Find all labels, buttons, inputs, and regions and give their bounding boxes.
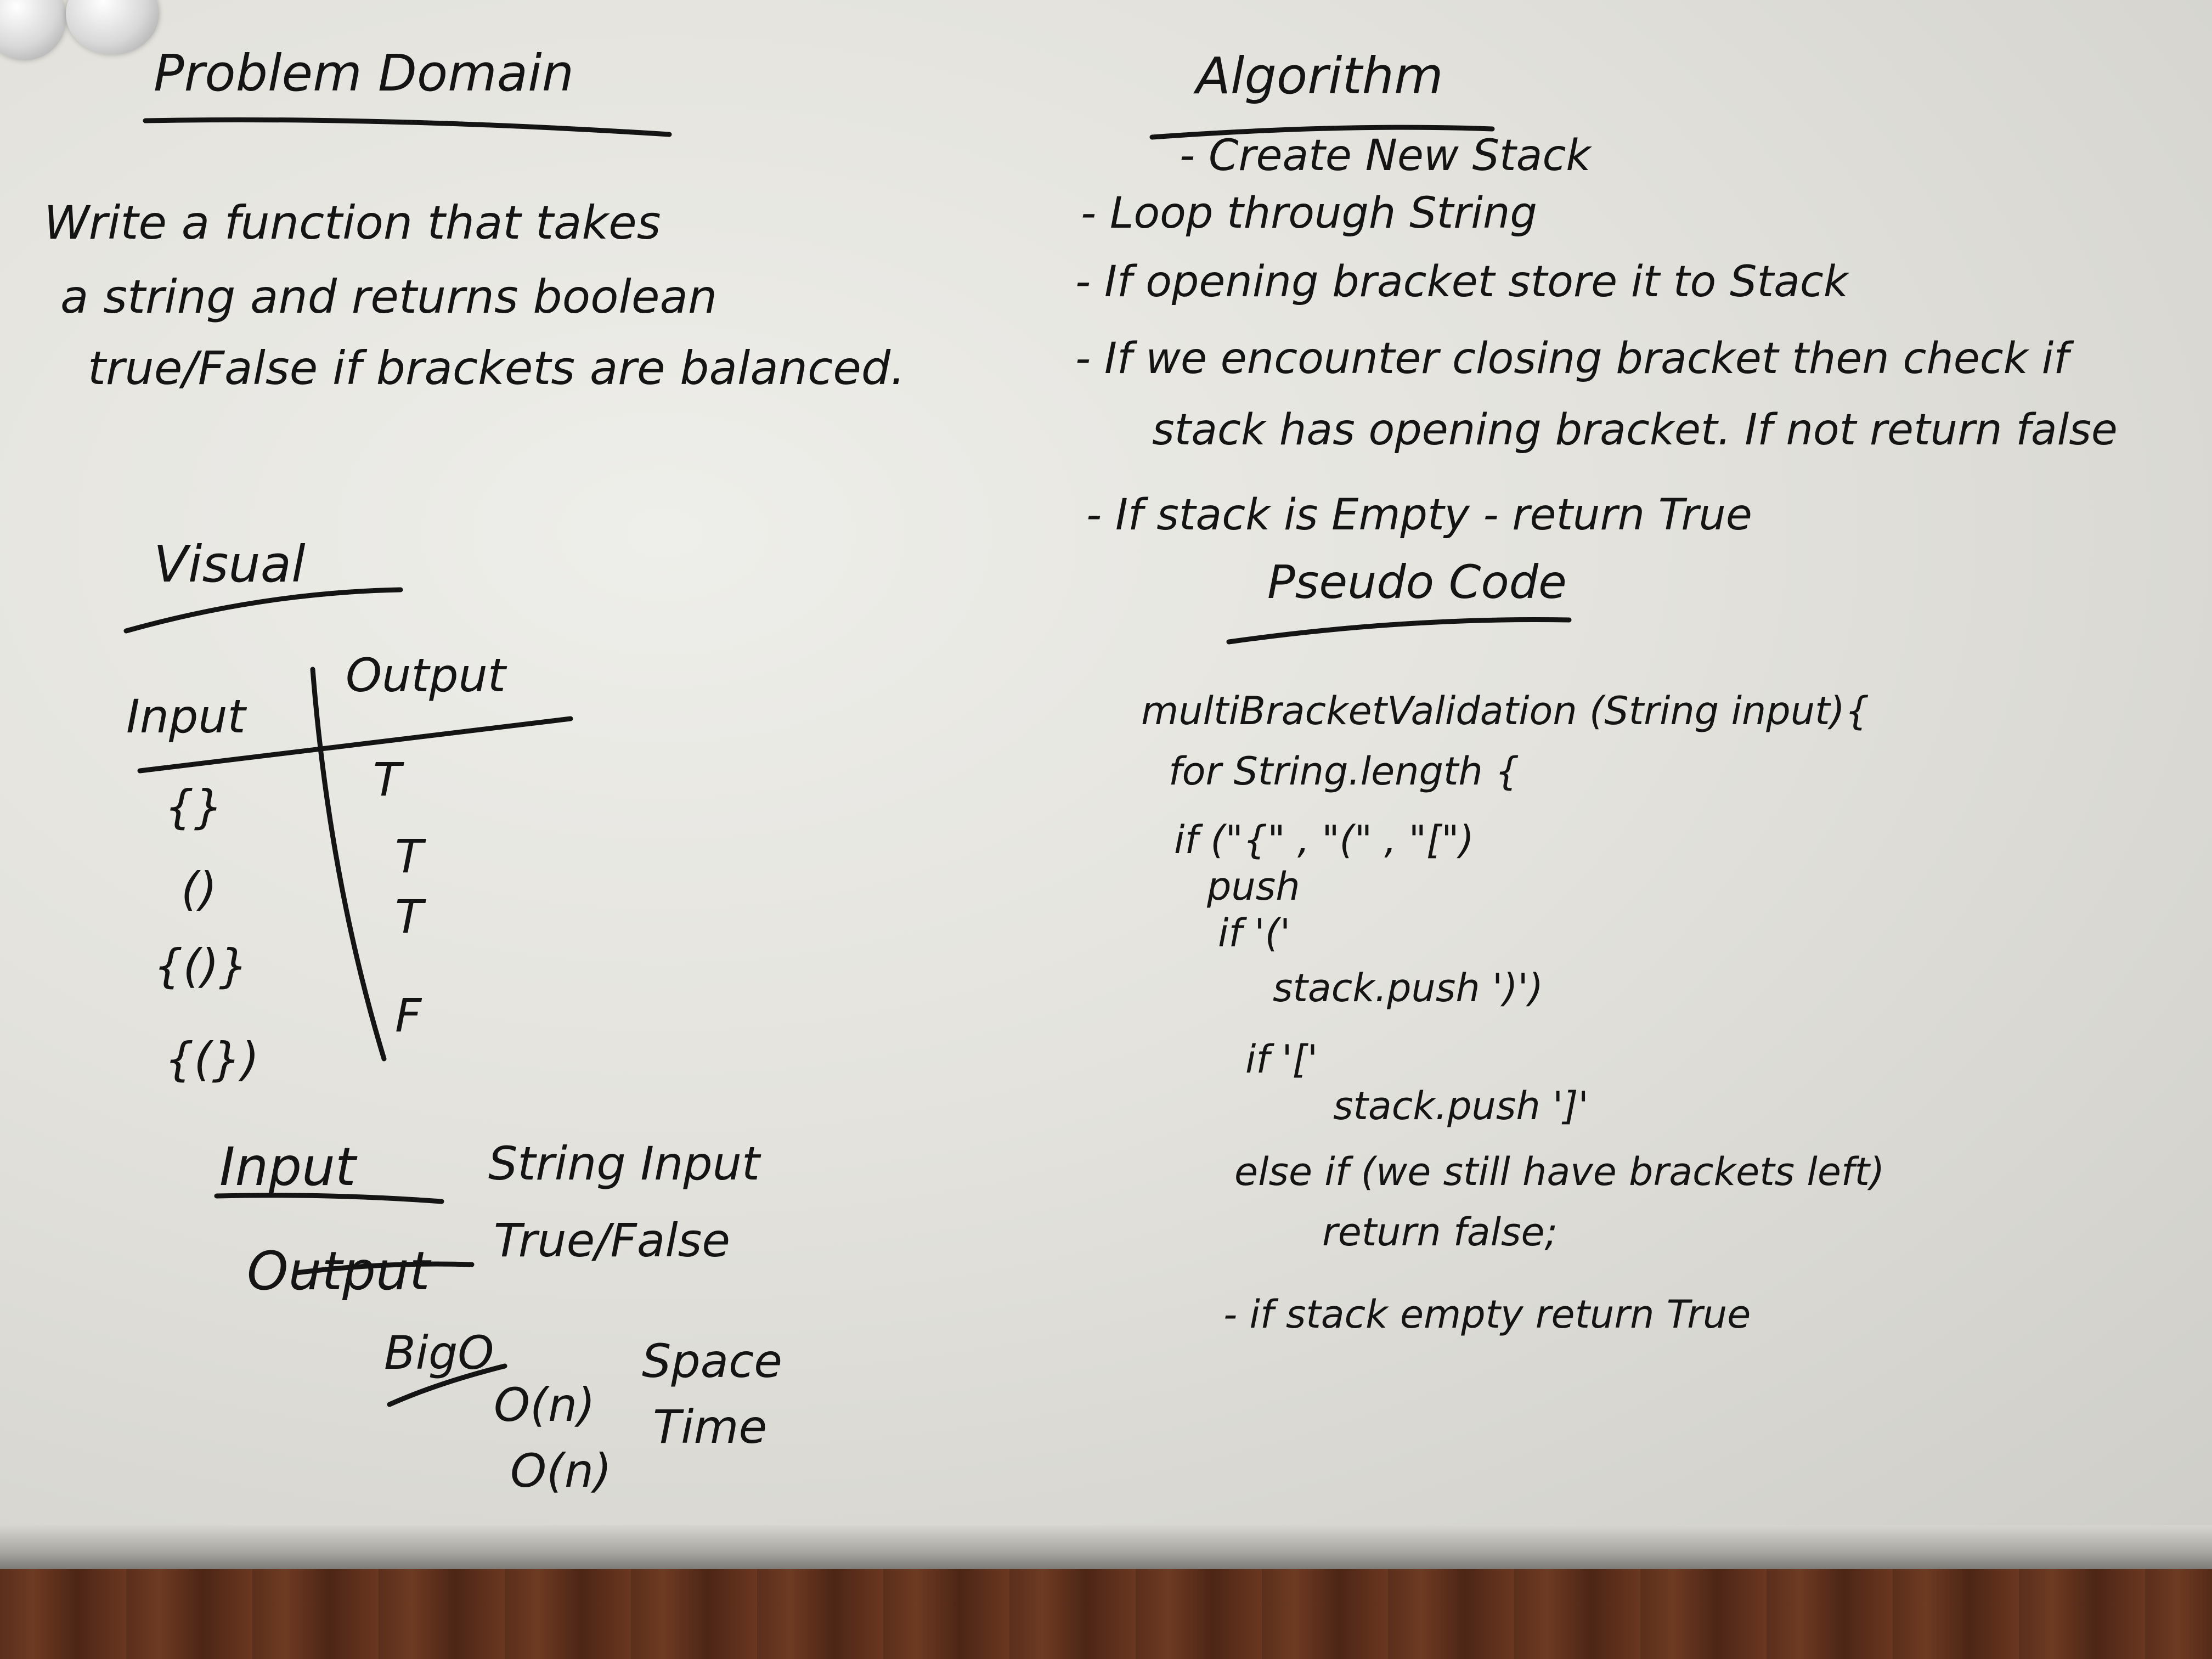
- algorithm-underline: [1149, 125, 1495, 140]
- bigo-space-value: O(n): [494, 1378, 595, 1432]
- table-header-input: Input: [126, 690, 247, 743]
- pseudo-line: multiBracketValidation (String input){: [1141, 689, 1869, 733]
- whiteboard: [0, 0, 2212, 1525]
- algorithm-step: - If opening bracket store it to Stack: [1075, 257, 1850, 307]
- table-row-output: T: [373, 753, 404, 806]
- pseudo-line: if ("{" , "(" , "["): [1174, 817, 1474, 862]
- pseudo-line: push: [1206, 864, 1300, 909]
- algorithm-step: - If stack is Empty - return True: [1086, 490, 1752, 540]
- algorithm-step: stack has opening bracket. If not return…: [1152, 405, 2118, 455]
- visual-underline: [123, 587, 403, 634]
- io-input-label: Input: [219, 1136, 358, 1198]
- table-row-input: (): [181, 862, 217, 916]
- problem-line-1: Write a function that takes: [44, 196, 661, 250]
- table-row-output: T: [395, 830, 426, 883]
- pseudo-code-heading: Pseudo Code: [1267, 555, 1567, 609]
- pseudo-line: else if (we still have brackets left): [1234, 1149, 1884, 1194]
- io-output-underline: [294, 1261, 475, 1276]
- pseudo-line: if '[': [1245, 1037, 1318, 1082]
- io-input-value: String Input: [488, 1137, 761, 1190]
- pseudo-line: stack.push ')'): [1273, 966, 1543, 1011]
- wood-floor: [0, 1569, 2212, 1659]
- pseudo-code-underline: [1226, 617, 1572, 645]
- algorithm-heading: Algorithm: [1193, 47, 1443, 105]
- bigo-label: BigO: [384, 1326, 494, 1380]
- pseudo-line: if '(': [1218, 911, 1290, 956]
- bigo-time-value: O(n): [510, 1444, 612, 1498]
- io-output-value: True/False: [494, 1214, 730, 1267]
- marker-tray: [0, 1525, 2212, 1569]
- problem-domain-underline: [143, 117, 672, 137]
- pseudo-line: - if stack empty return True: [1223, 1292, 1751, 1337]
- table-horizontal-line: [137, 716, 573, 774]
- pseudo-line: for String.length {: [1169, 749, 1520, 794]
- bigo-underline: [387, 1363, 507, 1407]
- io-input-underline: [214, 1193, 444, 1204]
- pseudo-line: stack.push ']': [1333, 1084, 1589, 1128]
- io-output-label: Output: [247, 1240, 432, 1302]
- table-header-output: Output: [346, 648, 507, 702]
- table-row-input: {}: [165, 780, 223, 834]
- pseudo-line: return false;: [1322, 1210, 1558, 1255]
- algorithm-step: - Loop through String: [1081, 189, 1537, 238]
- table-row-input: {(}): [165, 1032, 259, 1086]
- bigo-space-kind: Space: [642, 1334, 782, 1388]
- algorithm-step: - If we encounter closing bracket then c…: [1075, 334, 2074, 383]
- problem-line-2: a string and returns boolean: [60, 270, 717, 324]
- table-row-output: T: [395, 890, 426, 944]
- algorithm-step: - Create New Stack: [1180, 131, 1592, 180]
- table-vertical-line: [310, 667, 387, 1062]
- problem-line-3: true/False if brackets are balanced.: [88, 341, 905, 395]
- table-row-output: F: [395, 989, 422, 1042]
- table-row-input: {()}: [154, 939, 248, 993]
- problem-domain-heading: Problem Domain: [154, 44, 574, 103]
- visual-heading: Visual: [154, 535, 306, 594]
- bigo-time-kind: Time: [653, 1400, 767, 1454]
